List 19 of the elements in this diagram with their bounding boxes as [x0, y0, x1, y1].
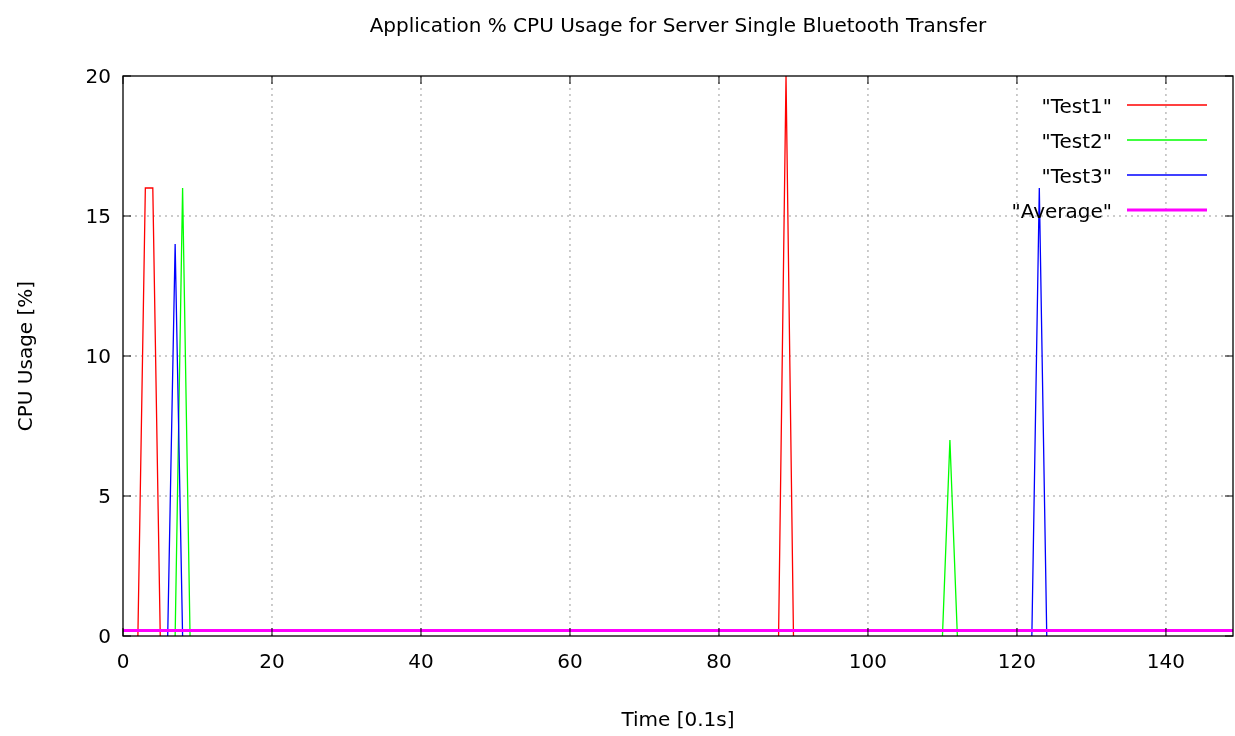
- tick-label: 10: [85, 344, 111, 368]
- tick-label: 120: [997, 649, 1037, 673]
- axis-title: Time [0.1s]: [621, 707, 735, 731]
- tick-label: 20: [85, 64, 111, 88]
- tick-label: 0: [116, 649, 130, 673]
- tick-label: 140: [1146, 649, 1186, 673]
- legend-label: "Test2": [1041, 129, 1112, 153]
- tick-label: 100: [848, 649, 888, 673]
- tick-label: 80: [706, 649, 732, 673]
- tick-label: 5: [98, 484, 111, 508]
- tick-label: 20: [259, 649, 285, 673]
- tick-label: 60: [557, 649, 583, 673]
- chart-title: Application % CPU Usage for Server Single Bluetooth Transfer: [369, 13, 987, 37]
- tick-label: 40: [408, 649, 434, 673]
- axis-title: CPU Usage [%]: [13, 280, 37, 432]
- legend-label: "Test3": [1041, 164, 1112, 188]
- tick-label: 0: [98, 624, 111, 648]
- legend-label: "Test1": [1041, 94, 1112, 118]
- tick-label: 15: [85, 204, 111, 228]
